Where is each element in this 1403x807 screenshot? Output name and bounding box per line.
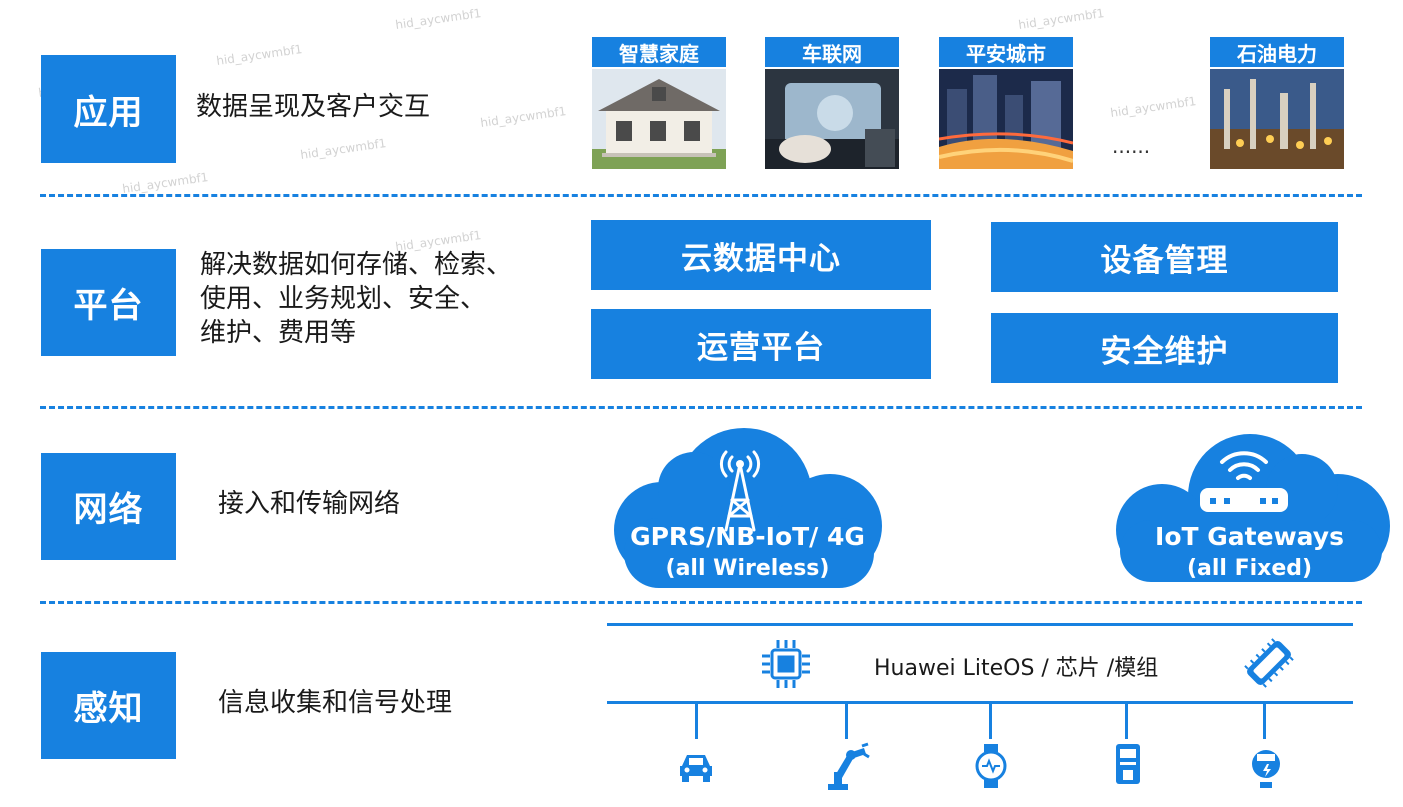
layer-separator [40, 406, 1362, 409]
platform-box-operation-platform: 运营平台 [591, 309, 931, 379]
watermark: hid_aycwmbf1 [299, 136, 388, 162]
app-title: 车联网 [765, 37, 899, 67]
device-connector [695, 703, 698, 739]
app-title: 智慧家庭 [592, 37, 726, 67]
app-title: 平安城市 [939, 37, 1073, 67]
layer-description-application: 数据呈现及客户交互 [196, 92, 431, 122]
cell-tower-icon [712, 438, 768, 534]
watermark: hid_aycwmbf1 [215, 42, 304, 68]
app-tile-oil-power: 石油电力 [1210, 37, 1344, 169]
top-bus-line [607, 623, 1353, 626]
layer-badge-perception: 感知 [41, 652, 176, 759]
layer-description-perception: 信息收集和信号处理 [218, 688, 453, 718]
app-tile-safe-city: 平安城市 [939, 37, 1073, 169]
description-line: 维护、费用等 [200, 318, 357, 348]
layer-badge-network: 网络 [41, 453, 176, 560]
description-line: 使用、业务规划、安全、 [200, 284, 487, 314]
device-connector [1263, 703, 1266, 739]
wireless-network-label: GPRS/NB-IoT/ 4G [630, 522, 865, 551]
platform-box-device-management: 设备管理 [991, 222, 1338, 292]
car-icon [676, 746, 716, 786]
layer-description-network: 接入和传输网络 [218, 489, 401, 519]
bus-label: Huawei LiteOS / 芯片 /模组 [874, 656, 1159, 681]
car-dashboard-photo [765, 69, 899, 169]
app-title: 石油电力 [1210, 37, 1344, 67]
layer-separator [40, 194, 1362, 197]
layer-separator [40, 601, 1362, 604]
fixed-network-cloud: IoT Gateways (all Fixed) [1102, 424, 1397, 584]
watermark: hid_aycwmbf1 [1017, 6, 1106, 32]
device-connector [1125, 703, 1128, 739]
watermark: hid_aycwmbf1 [394, 6, 483, 32]
fixed-network-label: IoT Gateways [1155, 522, 1344, 551]
wireless-network-cloud: GPRS/NB-IoT/ 4G (all Wireless) [604, 418, 891, 590]
app-tile-smart-home: 智慧家庭 [592, 37, 726, 169]
layer-badge-platform: 平台 [41, 249, 176, 356]
watermark: hid_aycwmbf1 [1109, 94, 1198, 120]
app-tile-connected-car: 车联网 [765, 37, 899, 169]
layer-badge-application: 应用 [41, 55, 176, 163]
device-connector [845, 703, 848, 739]
robot-arm-icon [824, 742, 870, 792]
wireless-network-sublabel: (all Wireless) [665, 556, 830, 581]
watermark: hid_aycwmbf1 [479, 104, 568, 130]
main-bus-line [607, 701, 1353, 704]
router-wifi-icon [1194, 440, 1294, 516]
meter-icon [1114, 742, 1142, 788]
city-night-photo [939, 69, 1073, 169]
layer-description-platform: 解决数据如何存储、检索、 使用、业务规划、安全、 维护、费用等 [200, 248, 512, 350]
chip-icon [760, 638, 812, 690]
device-connector [989, 703, 992, 739]
power-meter-icon [1250, 742, 1282, 790]
smartwatch-icon [974, 742, 1008, 790]
module-icon [1240, 634, 1298, 692]
more-applications: ...... [1112, 134, 1151, 158]
platform-box-security-maintenance: 安全维护 [991, 313, 1338, 383]
platform-box-cloud-data-center: 云数据中心 [591, 220, 931, 290]
description-line: 解决数据如何存储、检索、 [200, 250, 513, 280]
fixed-network-sublabel: (all Fixed) [1186, 556, 1313, 581]
watermark: hid_aycwmbf1 [121, 170, 210, 196]
house-photo [592, 69, 726, 169]
refinery-photo [1210, 69, 1344, 169]
